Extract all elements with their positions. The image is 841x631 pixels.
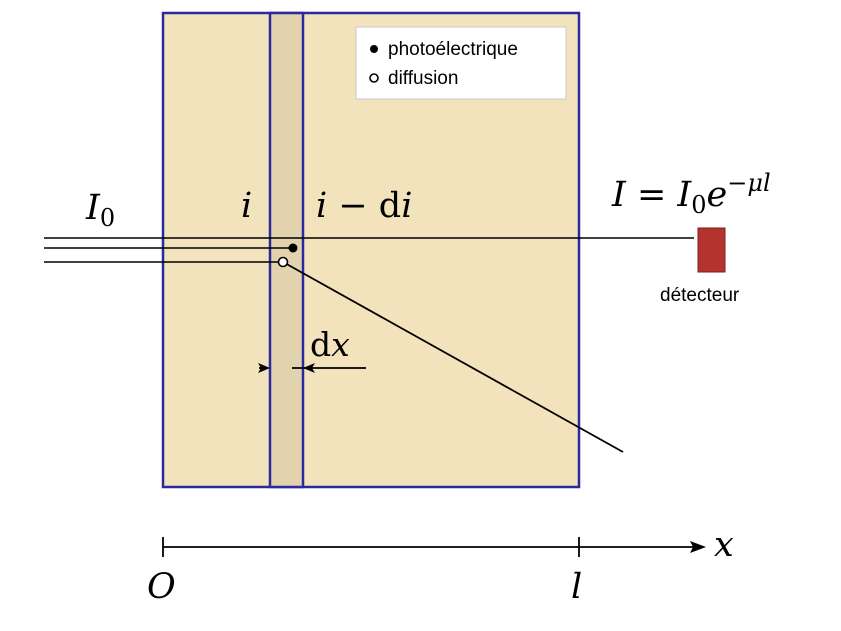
scattering-marker-icon bbox=[369, 73, 379, 83]
x-axis: O l x bbox=[147, 525, 734, 607]
thickness-left-arrow-icon bbox=[258, 363, 270, 373]
intensity-after-slice-label: i − di bbox=[316, 186, 412, 226]
axis-label: x bbox=[714, 525, 734, 565]
legend-photoelectric-label: photoélectrique bbox=[388, 39, 518, 60]
legend-box bbox=[355, 26, 567, 100]
photoelectric-marker-icon bbox=[370, 45, 378, 53]
scattered-ray bbox=[282, 261, 624, 453]
x-axis-arrow-icon bbox=[690, 541, 706, 553]
legend-scattering-label: diffusion bbox=[388, 68, 458, 89]
incident-intensity-label: I0 bbox=[85, 188, 115, 232]
detector-label: détecteur bbox=[660, 285, 740, 306]
thickness-right-arrow-icon bbox=[303, 363, 315, 373]
scattering-event-marker bbox=[277, 256, 289, 268]
legend: photoélectrique diffusion bbox=[355, 26, 567, 100]
photoelectric-event-marker bbox=[288, 243, 298, 253]
origin-label: O bbox=[147, 567, 176, 607]
transmitted-intensity-formula: I = I0e−μl bbox=[611, 169, 771, 219]
slice-thickness-label: dx bbox=[310, 325, 350, 364]
incident-beam bbox=[44, 237, 694, 263]
intensity-before-slice-label: i bbox=[241, 186, 252, 226]
thin-slice bbox=[268, 11, 305, 489]
detector bbox=[697, 227, 726, 273]
length-label: l bbox=[571, 567, 582, 607]
